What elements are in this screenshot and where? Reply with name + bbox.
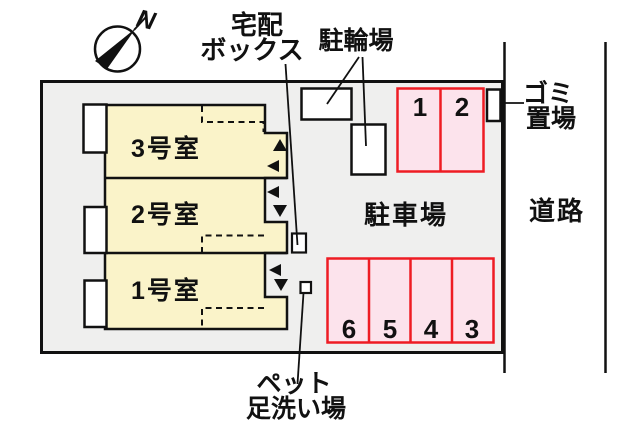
pet-foot-wash-box — [299, 280, 313, 295]
pet-label-line1: ペット — [256, 370, 331, 398]
delivery-box-label-line2: ボックス — [200, 35, 303, 65]
delivery-box-label-line1: 宅配 — [231, 10, 283, 40]
building-outline — [103, 103, 289, 331]
garbage-area-box — [485, 88, 502, 123]
room1-label: 1号室 — [131, 276, 201, 305]
triangle-down-icon — [274, 279, 288, 291]
bicycle-parking-box-1 — [300, 87, 353, 121]
delivery-box — [290, 232, 308, 254]
parking-lot-label: 駐車場 — [364, 200, 448, 230]
triangle-left-icon — [269, 264, 281, 276]
compass-needle-icon — [95, 28, 136, 69]
parking-space-5-number: 5 — [383, 314, 397, 344]
compass-needle-tail — [133, 16, 147, 31]
bicycle-parking-box-2 — [350, 123, 387, 176]
garbage-label-line1: ゴミ — [523, 79, 573, 108]
garbage-label-line2: 置場 — [526, 105, 576, 133]
room3-label: 3号室 — [131, 134, 201, 163]
bicycle-leader-line-2 — [361, 56, 367, 147]
parking-space-4-number: 4 — [424, 314, 439, 344]
compass-north-label: N — [134, 4, 159, 36]
dashed-outline-room3 — [201, 106, 265, 132]
parking-space-6-number: 6 — [342, 314, 356, 344]
bicycle-leader-line-1 — [326, 56, 360, 105]
triangle-left-icon — [267, 160, 279, 172]
pet-label-line2: 足洗い場 — [246, 395, 346, 423]
delivery-box-leader-line — [284, 63, 299, 246]
parking-space-3-number: 3 — [465, 314, 479, 344]
parking-space-2-number: 2 — [455, 92, 469, 122]
road-label: 道路 — [529, 196, 585, 226]
triangle-left-icon — [267, 186, 279, 198]
pet-leader-line — [296, 292, 305, 385]
triangle-up-icon — [273, 139, 287, 151]
triangle-down-icon — [273, 205, 287, 217]
dashed-outline-room1 — [201, 307, 264, 328]
bicycle-parking-label: 駐輪場 — [318, 26, 393, 55]
balcony-room3 — [82, 103, 108, 154]
parking-space-1-number: 1 — [413, 92, 427, 122]
balcony-room2 — [83, 205, 108, 255]
balcony-room1 — [83, 279, 108, 329]
room2-label: 2号室 — [131, 200, 201, 229]
compass: N — [93, 4, 159, 73]
